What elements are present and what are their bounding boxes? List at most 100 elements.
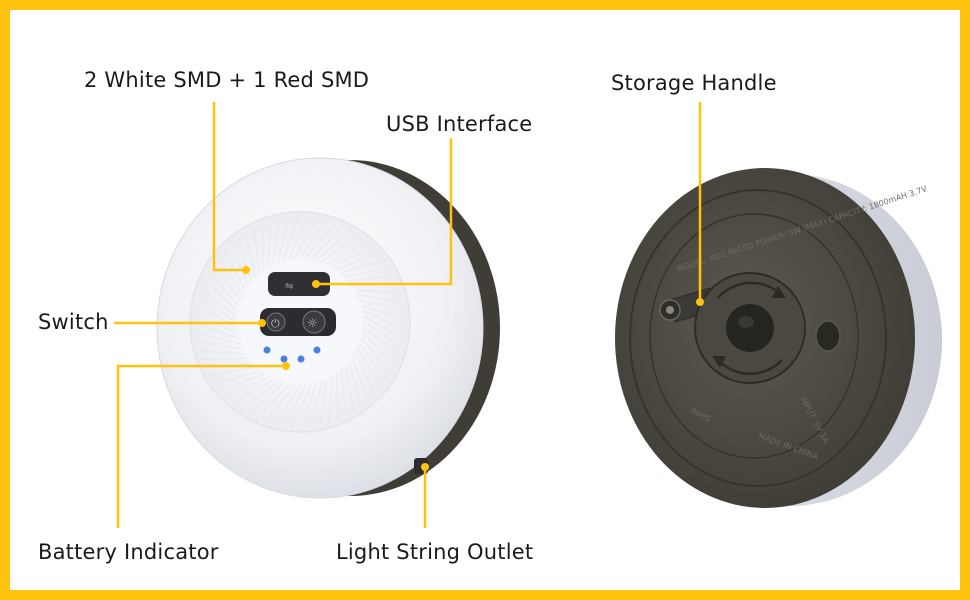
lens-texture-line bbox=[363, 316, 405, 340]
lens-texture-line bbox=[217, 254, 243, 296]
lens-texture-line bbox=[256, 384, 290, 419]
lens-texture-line bbox=[203, 278, 238, 312]
callout-handle-dot bbox=[696, 298, 704, 306]
lens-texture-line bbox=[273, 385, 301, 425]
lens-texture-line bbox=[357, 348, 383, 390]
lens-texture-line bbox=[340, 370, 347, 418]
lens-texture-line bbox=[212, 261, 241, 301]
back-lamp: MODEL: M01 RATED POWER: 5W (MAX) CAPACIT… bbox=[615, 168, 942, 508]
lens-texture-line bbox=[305, 221, 336, 259]
lens-texture-line bbox=[253, 226, 260, 274]
hook-slot bbox=[815, 320, 841, 352]
label-white-red-smd: 2 White SMD + 1 Red SMD bbox=[84, 68, 370, 92]
lens-texture-line bbox=[225, 377, 269, 399]
callout-battery-line bbox=[116, 364, 286, 528]
lens-texture-line bbox=[195, 341, 243, 350]
lens-texture-line bbox=[359, 343, 388, 383]
label-switch: Switch bbox=[38, 310, 109, 334]
lens-texture-line bbox=[336, 374, 338, 422]
label-storage-handle: Storage Handle bbox=[611, 71, 777, 95]
lens-texture-line bbox=[310, 382, 323, 428]
lens-texture-line bbox=[355, 353, 377, 397]
battery-led-4 bbox=[313, 346, 321, 354]
callout-outlet-dot bbox=[421, 463, 429, 471]
lens-texture-line bbox=[362, 310, 406, 331]
lens-texture-line bbox=[197, 295, 237, 323]
lens-texture-line bbox=[208, 366, 255, 377]
lens-texture-line bbox=[341, 259, 387, 274]
lens-texture-line bbox=[355, 289, 403, 294]
lens-texture-line bbox=[219, 374, 264, 392]
usb-cover bbox=[268, 272, 330, 296]
lens-texture-line bbox=[361, 338, 393, 375]
lens-texture-line bbox=[288, 216, 309, 260]
lens-texture-line bbox=[363, 327, 401, 358]
lens-texture-line bbox=[344, 367, 355, 414]
battery-led-3 bbox=[297, 355, 305, 363]
lens-texture-line bbox=[345, 267, 392, 278]
lens-texture-line bbox=[299, 219, 327, 259]
power-button bbox=[266, 312, 286, 332]
lens-texture-line bbox=[264, 385, 295, 423]
mode-button bbox=[302, 310, 326, 334]
lens-texture-line bbox=[326, 239, 368, 265]
product-illustration: ⇋ ⏻ ☼ bbox=[114, 102, 942, 528]
callout-battery-dot bbox=[282, 362, 290, 370]
lens-texture-line bbox=[239, 381, 279, 410]
lens-texture-line bbox=[282, 385, 306, 427]
lens-texture-line bbox=[328, 377, 333, 425]
lens-texture-line bbox=[200, 358, 248, 360]
lens-texture-line bbox=[362, 332, 397, 366]
back-ring-inner bbox=[649, 213, 859, 459]
back-ring-outer bbox=[629, 189, 887, 487]
lens-texture-line bbox=[360, 299, 406, 312]
callout-usb-dot bbox=[312, 280, 320, 288]
lens-texture-line bbox=[331, 245, 375, 267]
lens-texture-line bbox=[294, 217, 318, 259]
lens-texture-line bbox=[348, 275, 396, 282]
lens-texture-line bbox=[213, 370, 259, 385]
label-battery-indicator: Battery Indicator bbox=[38, 540, 219, 564]
lens-texture-line bbox=[272, 217, 281, 265]
lens-texture-line bbox=[357, 294, 405, 303]
battery-led-1 bbox=[263, 346, 271, 354]
lens-texture-line bbox=[310, 225, 344, 260]
lens-texture-line bbox=[348, 363, 363, 409]
callout-smd-line bbox=[212, 102, 246, 272]
lens-texture-line bbox=[199, 286, 237, 317]
lens-texture-line bbox=[283, 215, 300, 261]
lens-texture-line bbox=[232, 379, 274, 405]
lens-texture-line bbox=[230, 241, 248, 286]
lens-texture-line bbox=[193, 322, 239, 339]
lens-texture-line bbox=[262, 222, 264, 270]
lens-texture-line bbox=[247, 383, 284, 415]
lens-texture-line bbox=[207, 269, 239, 306]
callout-usb-line bbox=[316, 138, 453, 286]
lens-texture-line bbox=[352, 358, 370, 403]
callout-switch-dot bbox=[258, 319, 266, 327]
lens-texture-line bbox=[300, 383, 317, 429]
storage-handle bbox=[659, 272, 806, 384]
lens-texture-line bbox=[245, 230, 256, 277]
lens-texture-line bbox=[237, 235, 252, 281]
lens-texture-line bbox=[197, 350, 245, 355]
lens-texture-line bbox=[321, 234, 361, 263]
callout-dots bbox=[242, 266, 704, 471]
front-lamp: ⇋ ⏻ ☼ bbox=[156, 157, 500, 499]
power-icon: ⏻ bbox=[271, 317, 280, 330]
lens-texture-line bbox=[277, 216, 290, 262]
usb-icon: ⇋ bbox=[285, 281, 293, 292]
label-usb-interface: USB Interface bbox=[386, 112, 533, 136]
lens-texture-line bbox=[291, 384, 312, 428]
lens-texture bbox=[193, 215, 407, 429]
battery-led-2 bbox=[280, 355, 288, 363]
label-light-string-outlet: Light String Outlet bbox=[336, 540, 534, 564]
lens-texture-line bbox=[267, 219, 272, 267]
callout-lines bbox=[114, 102, 702, 528]
callout-smd-dot bbox=[242, 266, 250, 274]
lens-texture-line bbox=[363, 321, 403, 349]
lens-texture-line bbox=[361, 305, 407, 322]
light-icon: ☼ bbox=[307, 316, 318, 330]
lens-texture-line bbox=[316, 229, 353, 261]
